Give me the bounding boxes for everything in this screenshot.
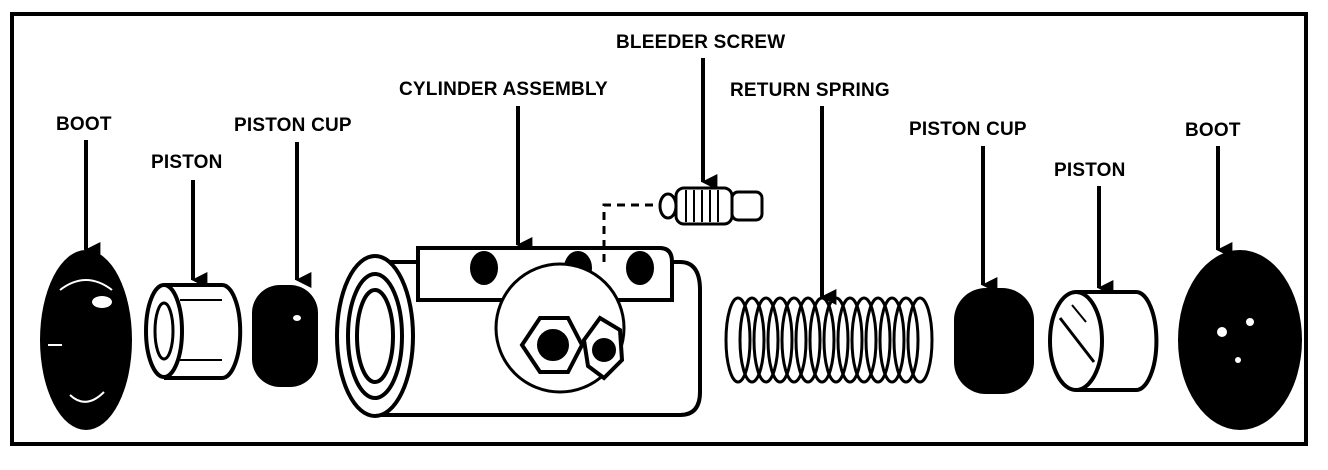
label-bleeder-screw: BLEEDER SCREW [616,32,786,53]
piston-cup-left-part [252,285,318,387]
label-piston-right: PISTON [1054,160,1126,181]
piston-cup-right-part [954,288,1034,394]
label-boot-right: BOOT [1185,120,1241,141]
label-cylinder-assembly: CYLINDER ASSEMBLY [399,79,608,100]
label-piston-left: PISTON [151,152,223,173]
piston-left-part [144,283,243,380]
boot-left-part [40,250,132,430]
label-piston-cup-left: PISTON CUP [234,115,352,136]
label-return-spring: RETURN SPRING [730,80,890,101]
leader-lines [84,58,1233,305]
bleeder-screw-part [602,186,764,262]
piston-right-part [1048,290,1159,392]
label-boot-left: BOOT [56,114,112,135]
return-spring-part [724,296,934,384]
boot-right-part [1178,250,1302,430]
label-piston-cup-right: PISTON CUP [909,119,1027,140]
cylinder-assembly-part [335,246,702,418]
